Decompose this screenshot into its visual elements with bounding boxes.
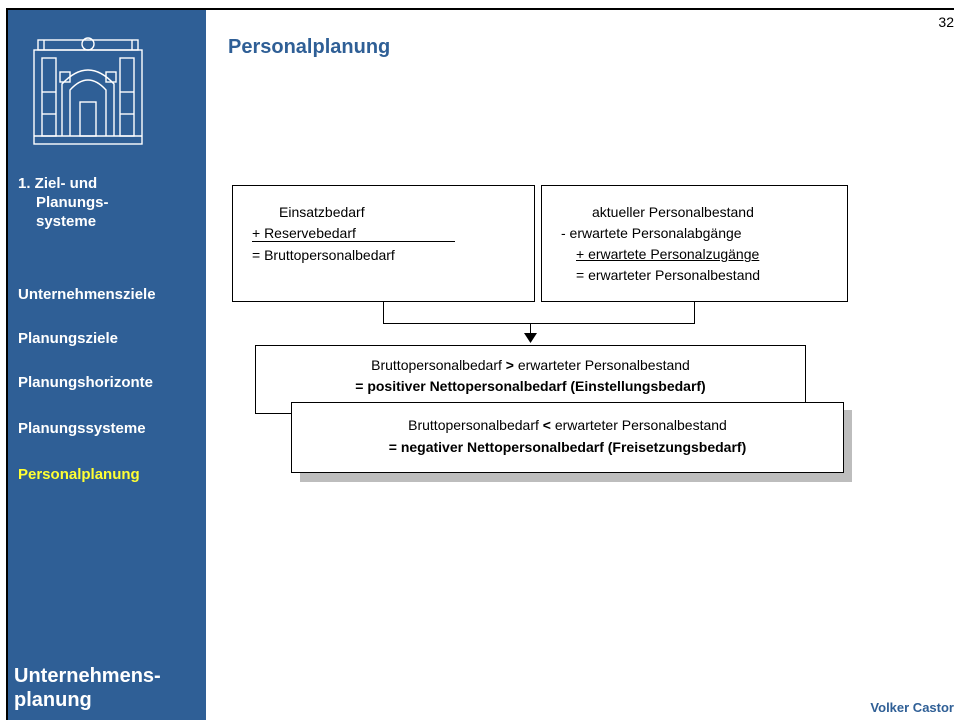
page-title: Personalplanung xyxy=(228,36,391,58)
positive-line-1: Bruttopersonalbedarf > erwarteter Person… xyxy=(256,357,805,373)
connector-right xyxy=(694,302,695,324)
gross-demand-box: Einsatzbedarf + Reservebedarf = Bruttope… xyxy=(232,185,535,302)
sidebar-item-unternehmensziele[interactable]: Unternehmensziele xyxy=(18,286,156,303)
expected-staff-line-2: - erwartete Personalabgänge xyxy=(561,225,742,241)
negative-line-1: Bruttopersonalbedarf < erwarteter Person… xyxy=(292,417,843,433)
negative-operator: < xyxy=(542,417,551,433)
sidebar-footer-title: Unternehmens- planung xyxy=(14,664,161,712)
connector-down xyxy=(530,323,531,335)
gross-demand-line-2: + Reservebedarf xyxy=(252,225,455,242)
expected-staff-line-1: aktueller Personalbestand xyxy=(592,204,754,220)
section-line-1: 1. Ziel- und xyxy=(18,175,98,192)
page-number: 32 xyxy=(938,14,954,30)
negative-line-2: = negativer Nettopersonalbedarf (Freiset… xyxy=(388,439,747,455)
sidebar-item-personalplanung[interactable]: Personalplanung xyxy=(18,466,140,483)
connector-left xyxy=(383,302,384,324)
positive-gross: Bruttopersonalbedarf xyxy=(371,357,502,373)
expected-staff-line-4: = erwarteter Personalbestand xyxy=(576,267,761,283)
section-line-2: Planungs- xyxy=(36,194,109,211)
negative-expected: erwarteter Personalbestand xyxy=(554,417,727,433)
arrow-down-icon xyxy=(524,333,537,343)
footer-line-2: planung xyxy=(14,689,92,711)
section-line-3: systeme xyxy=(36,213,97,230)
sidebar-section-heading: 1. Ziel- und Planungs- systeme xyxy=(18,174,198,231)
sidebar-item-planungssysteme[interactable]: Planungssysteme xyxy=(18,420,146,437)
sidebar-item-planungshorizonte[interactable]: Planungshorizonte xyxy=(18,374,153,391)
negative-net-demand-box: Bruttopersonalbedarf < erwarteter Person… xyxy=(291,402,844,473)
author-name: Volker Castor xyxy=(870,700,954,715)
gross-demand-line-3: = Bruttopersonalbedarf xyxy=(252,247,395,263)
slide-frame xyxy=(6,8,954,720)
expected-staff-box: aktueller Personalbestand - erwartete Pe… xyxy=(541,185,848,302)
positive-line-2: = positiver Nettopersonalbedarf (Einstel… xyxy=(355,378,706,394)
footer-line-1: Unternehmens- xyxy=(14,665,161,687)
positive-expected: erwarteter Personalbestand xyxy=(517,357,690,373)
connector-horizontal xyxy=(383,323,695,324)
sidebar-item-planungsziele[interactable]: Planungsziele xyxy=(18,330,119,347)
negative-gross: Bruttopersonalbedarf xyxy=(408,417,539,433)
positive-operator: > xyxy=(505,357,514,373)
building-logo-icon xyxy=(33,37,143,145)
expected-staff-line-3: + erwartete Personalzugänge xyxy=(576,246,760,262)
gross-demand-line-1: Einsatzbedarf xyxy=(279,204,365,220)
sidebar xyxy=(8,10,206,720)
